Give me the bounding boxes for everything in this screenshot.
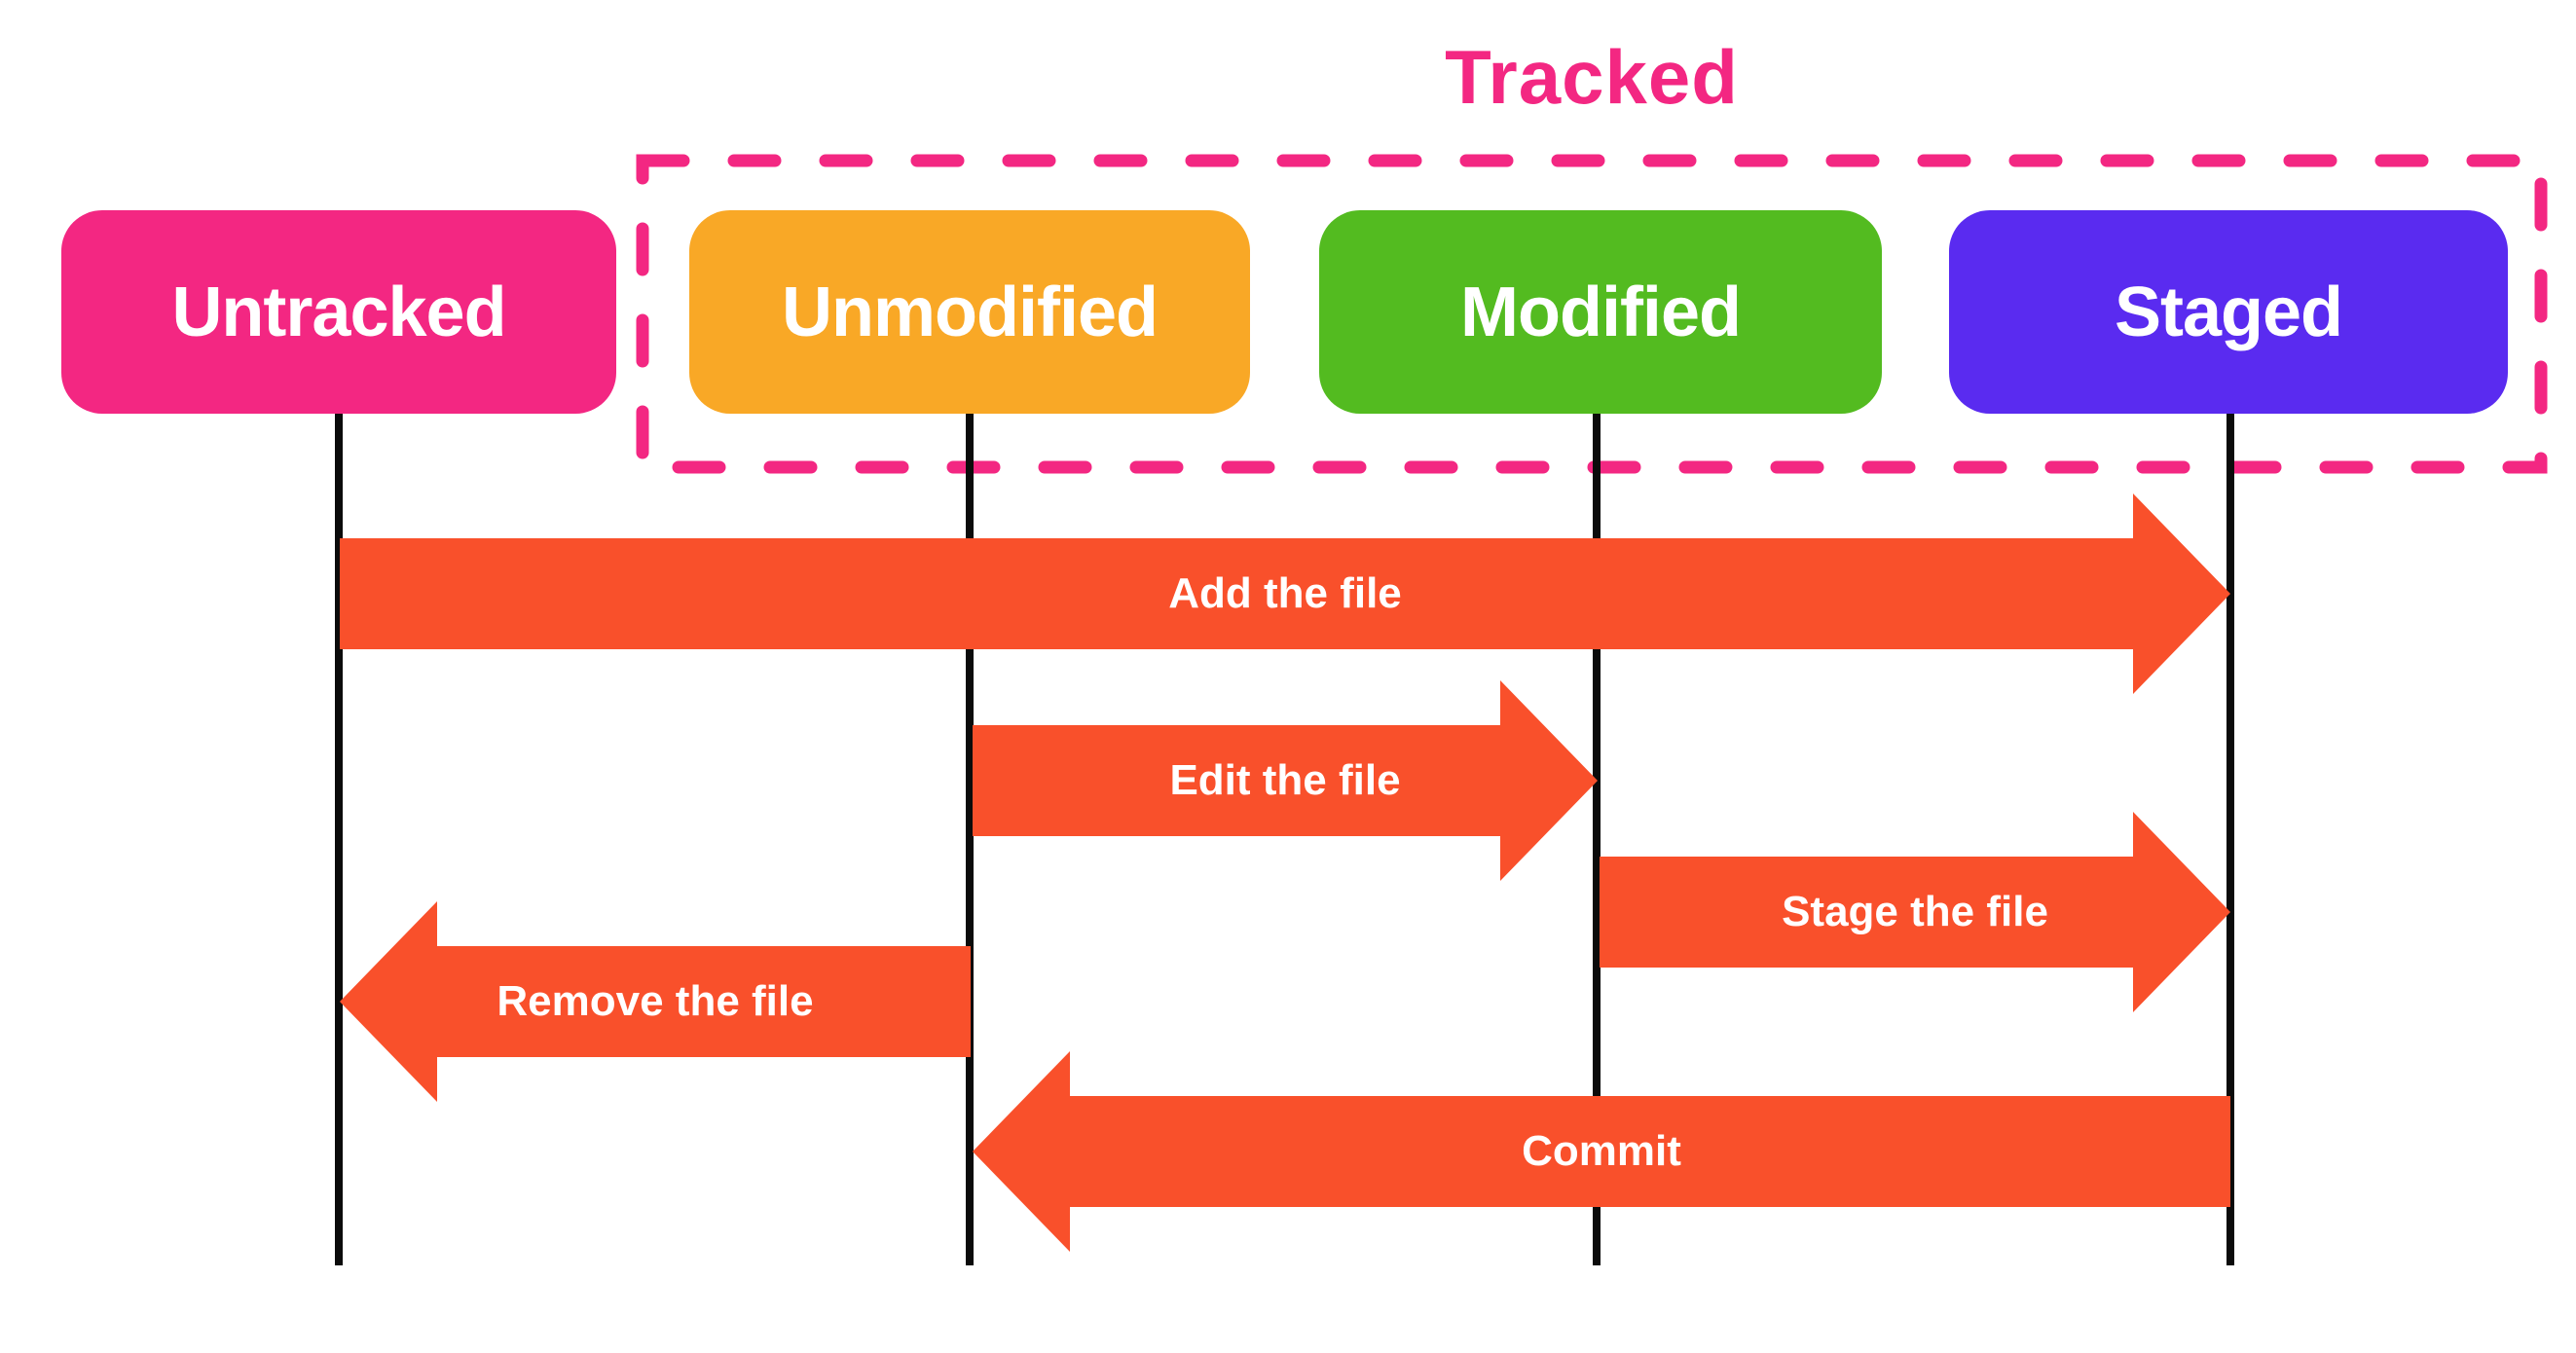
tracked-region-rect [636,154,2548,474]
arrowhead-right-icon [1500,680,1598,881]
arrow-body [1600,857,2133,968]
arrowhead-left-icon [340,901,437,1102]
arrowhead-left-icon [973,1051,1070,1252]
state-box-modified: Modified [1319,210,1882,414]
transition-arrow-edit-the-file: Edit the file [973,680,1598,881]
arrow-body [1070,1096,2230,1207]
state-box-staged: Staged [1949,210,2508,414]
transition-arrow-remove-the-file: Remove the file [340,901,971,1102]
transition-label: Edit the file [1169,756,1401,804]
arrow-body [340,538,2133,649]
transition-label: Add the file [1168,569,1402,617]
lifeline-unmodified [966,414,974,1265]
state-box-untracked: Untracked [61,210,616,414]
transition-arrow-add-the-file: Add the file [340,494,2230,694]
arrowhead-right-icon [2133,494,2230,694]
transition-arrow-stage-the-file: Stage the file [1600,812,2230,1012]
transition-label: Stage the file [1782,888,2048,935]
state-box-unmodified: Unmodified [689,210,1250,414]
transition-label: Commit [1522,1127,1681,1175]
transition-label: Remove the file [497,977,814,1025]
tracked-region-dashed-border [636,154,2548,474]
arrowhead-right-icon [2133,812,2230,1012]
arrow-body [973,725,1500,836]
lifeline-staged [2226,414,2234,1265]
tracked-region-title: Tracked [1445,34,1739,120]
transition-arrow-commit: Commit [973,1051,2230,1252]
lifeline-untracked [335,414,343,1265]
arrow-body [437,946,971,1057]
